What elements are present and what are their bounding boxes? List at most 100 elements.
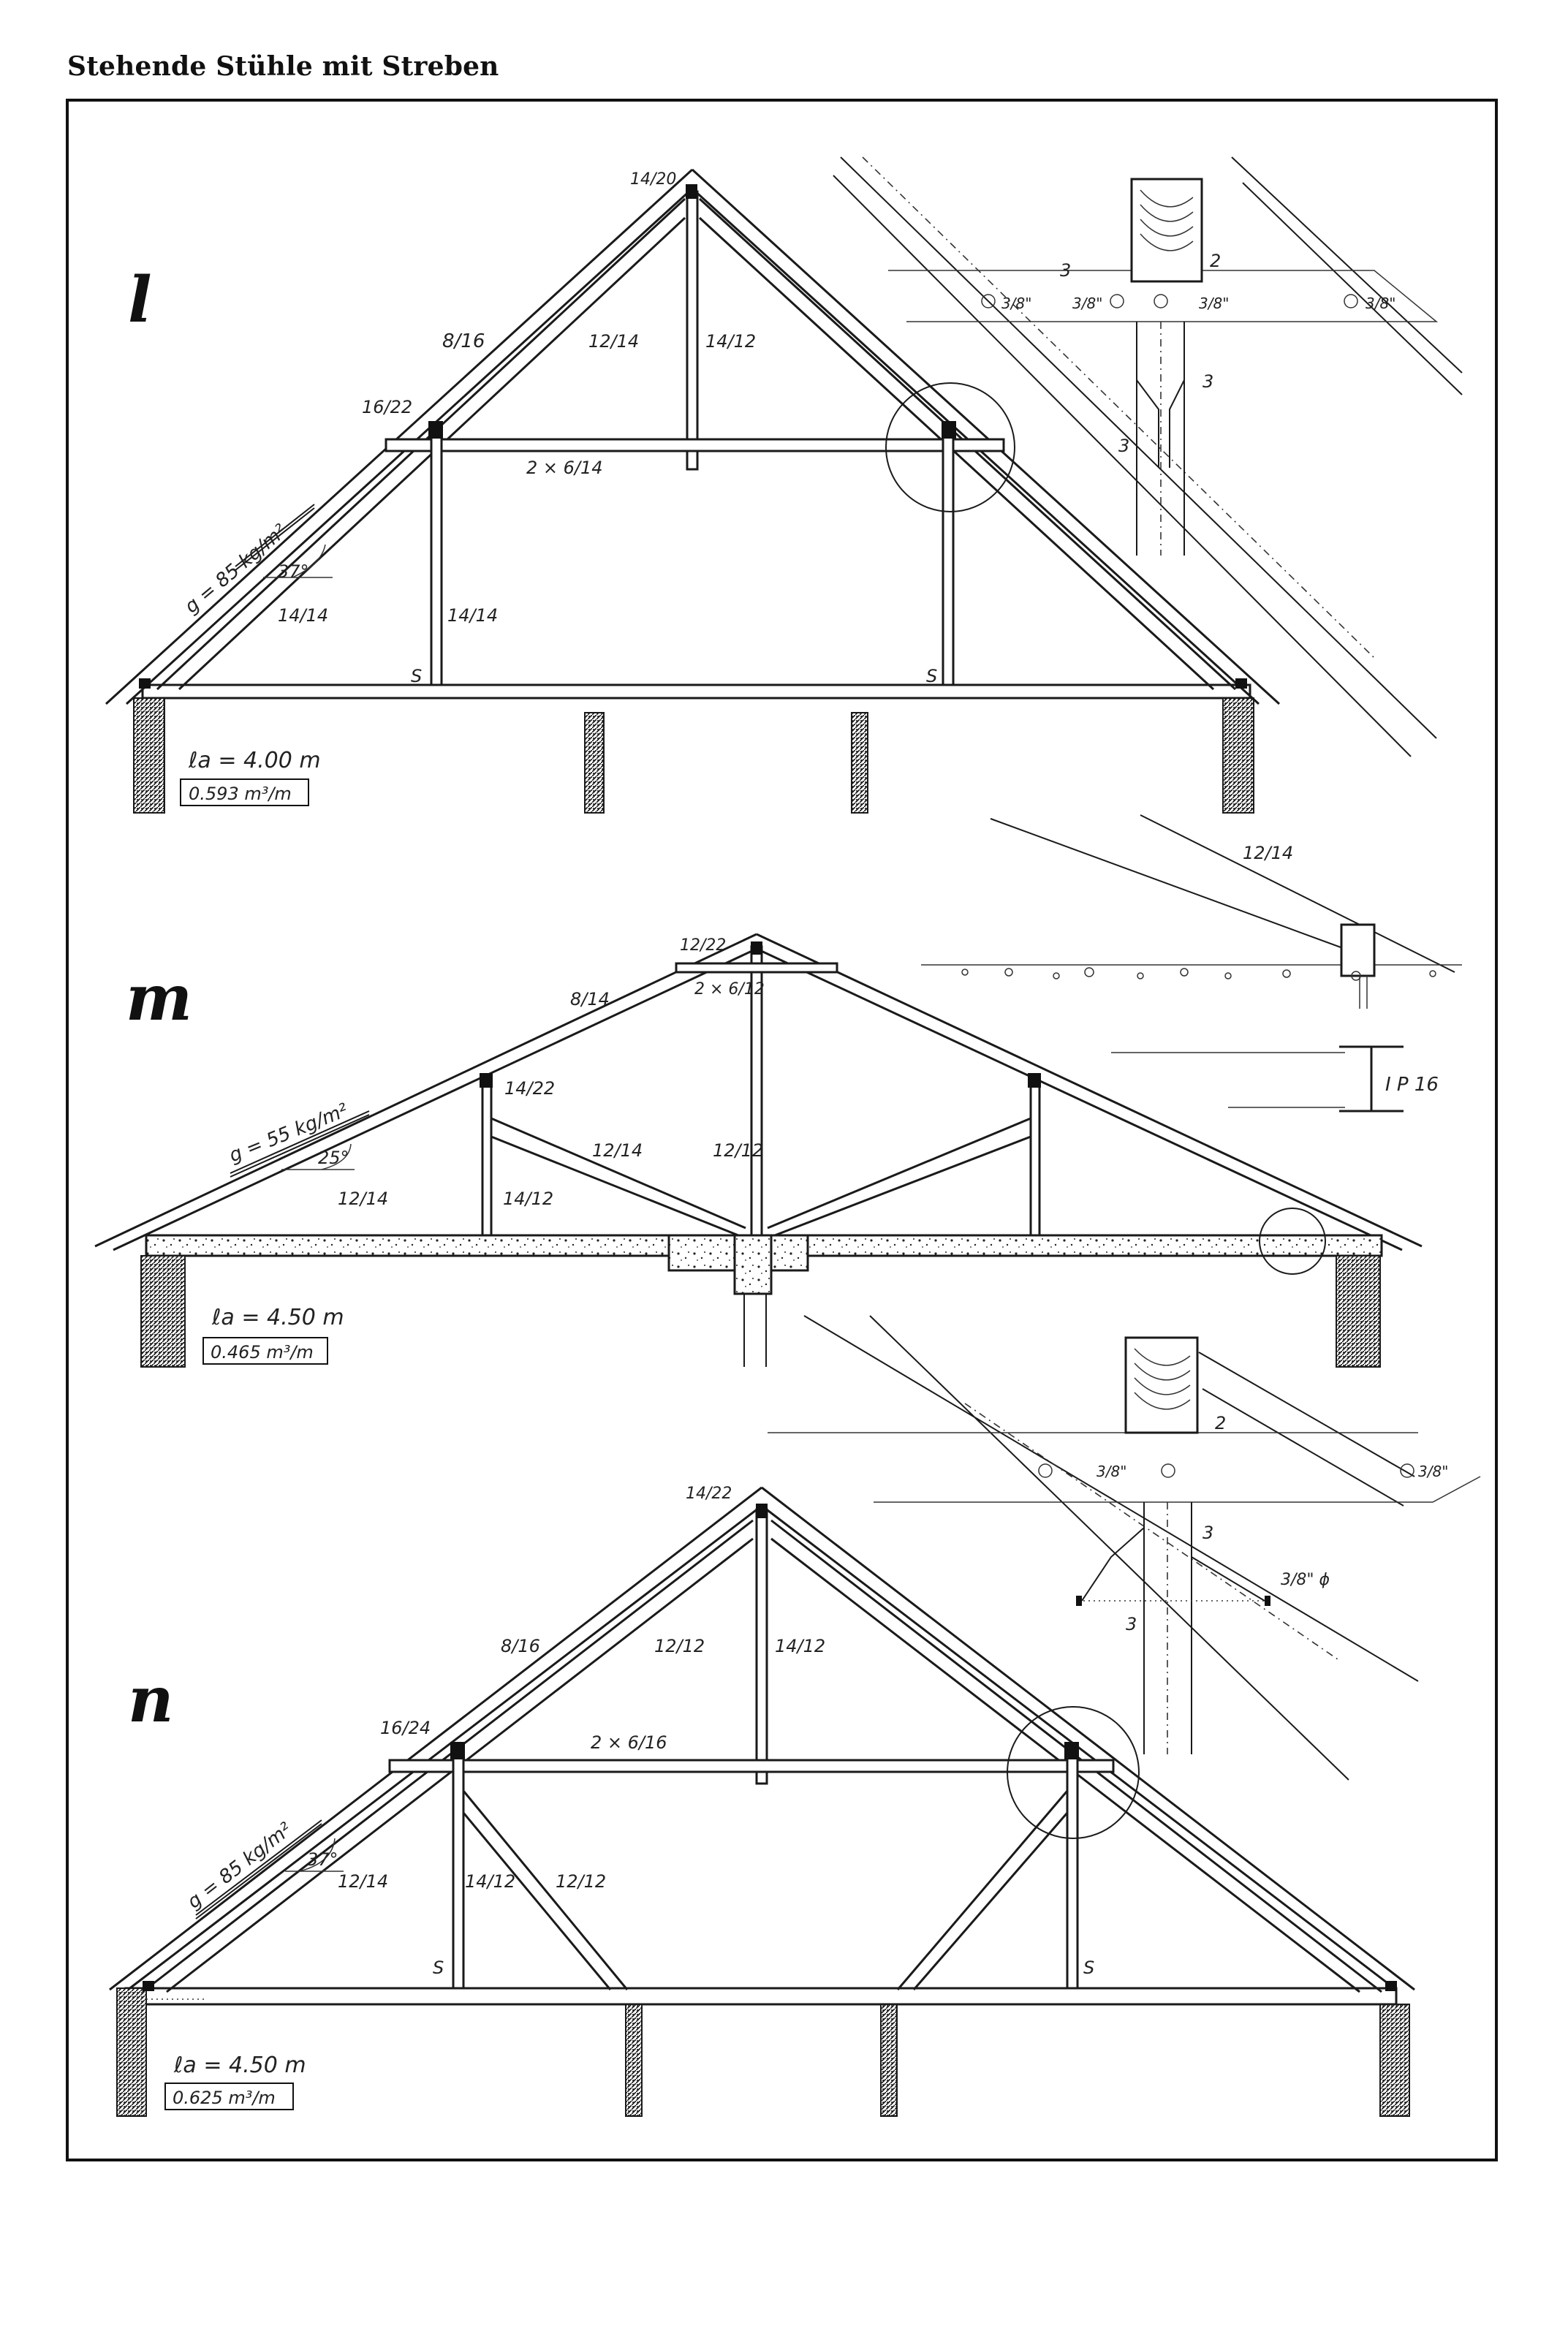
angle-arc — [299, 1838, 336, 1872]
span-label: ℓa = 4.50 m — [173, 2053, 306, 2078]
label-rafter: 8/14 — [570, 989, 610, 1009]
rafter-left — [109, 1486, 762, 1991]
interior-pier — [851, 712, 868, 814]
post-right — [1029, 1077, 1041, 1237]
label-diagonal: 12/14 — [592, 1140, 643, 1161]
purlin-block — [1028, 1073, 1041, 1088]
ridge-block — [751, 941, 762, 955]
label-post-left: 14/12 — [503, 1189, 553, 1209]
label-lower-strut: 14/14 — [278, 605, 328, 626]
detail-circle — [885, 382, 1015, 512]
label-king-post: 14/12 — [775, 1636, 825, 1656]
load-hatch — [230, 1110, 370, 1178]
diagonal-right — [896, 1790, 1069, 1990]
detail-dim: 3 — [1060, 260, 1071, 281]
joint-detail-n: 3/8" 3/8" 2 3 3 3/8" ϕ — [768, 1315, 1481, 1781]
post-left — [452, 1753, 465, 1990]
post-right — [1066, 1753, 1079, 1990]
load-hatch — [235, 504, 315, 571]
label-strut: 12/12 — [654, 1636, 705, 1656]
label-peak: 14/22 — [686, 1485, 732, 1503]
rafter-left — [105, 168, 694, 705]
joint-detail-m: 12/14 I P 16 — [921, 814, 1462, 1113]
detail-dim: 3 — [1118, 436, 1129, 456]
wall-pier-left — [133, 697, 165, 814]
interior-pier — [880, 2004, 898, 2117]
section-letter-n: n — [128, 1663, 174, 1737]
collar-beam — [675, 962, 838, 974]
span-label: ℓa = 4.50 m — [211, 1305, 344, 1330]
wall-pier-right — [1336, 1255, 1381, 1368]
volume-label: 0.465 m³/m — [211, 1342, 314, 1363]
drawing-frame — [66, 99, 1498, 2161]
label-diagonal: 12/12 — [556, 1871, 606, 1892]
ridge-block — [756, 1504, 768, 1518]
strut-left — [142, 1519, 754, 1993]
detail-circle — [1259, 1208, 1326, 1275]
post-left — [481, 1077, 493, 1237]
diagonal-left — [491, 1117, 746, 1237]
purlin-block — [1064, 1742, 1079, 1759]
label-load: g = 85 kg/m² — [183, 1819, 296, 1914]
label-purlin: 16/24 — [380, 1718, 431, 1738]
rafter-left — [94, 933, 757, 1251]
post-left — [430, 430, 443, 686]
concrete-beam — [733, 1234, 773, 1295]
wall-pier-left — [140, 1255, 186, 1368]
eave-block — [1235, 678, 1247, 689]
detail-dim: 2 — [1215, 1413, 1226, 1433]
purlin-block — [428, 421, 443, 439]
purlin-block — [480, 1073, 493, 1088]
volume-box — [180, 778, 309, 806]
interior-pier — [584, 712, 605, 814]
interior-pier — [625, 2004, 643, 2117]
label-lower-strut: 12/14 — [338, 1871, 388, 1892]
detail-dim: 3 — [1202, 1523, 1213, 1543]
label-angle: 37° — [278, 561, 309, 582]
label-king: 12/12 — [713, 1140, 763, 1161]
detail-dim: 2 — [1210, 251, 1221, 271]
king-post — [755, 1508, 768, 1785]
detail-profile: I P 16 — [1385, 1074, 1439, 1096]
tie-beam — [124, 1987, 1398, 2006]
detail-dim: 3 — [1202, 371, 1213, 392]
tie-beam — [141, 683, 1251, 700]
volume-label: 0.625 m³/m — [173, 2088, 276, 2108]
label-s-left: S — [411, 666, 422, 686]
label-strut-left: 12/14 — [338, 1189, 388, 1209]
label-s-right: S — [926, 666, 937, 686]
load-hatch — [195, 1819, 322, 1920]
section-n: n 14/22 8 — [109, 1315, 1481, 2117]
collar-beam — [385, 438, 1005, 452]
detail-bolt: 3/8" — [1097, 1463, 1126, 1480]
label-post: 14/12 — [465, 1871, 515, 1892]
page-title: Stehende Stühle mit Streben — [67, 51, 499, 82]
eave-block — [139, 678, 151, 689]
eave-block — [1385, 1981, 1397, 1991]
detail-bolt: 3/8" — [1072, 295, 1102, 312]
label-peak: 14/20 — [630, 170, 676, 189]
section-letter-l: l — [128, 263, 152, 337]
label-king-post: 14/12 — [705, 331, 756, 352]
label-angle: 37° — [307, 1849, 338, 1870]
label-s-left: S — [433, 1958, 444, 1978]
span-label: ℓa = 4.00 m — [188, 748, 321, 773]
label-peak: 12/22 — [680, 936, 726, 955]
wall-pier-right — [1379, 2004, 1410, 2117]
wall-pier-right — [1222, 697, 1254, 814]
eave-block — [143, 1981, 154, 1991]
collar-beam — [388, 1759, 1115, 1773]
label-purlin: 16/22 — [362, 397, 412, 417]
volume-box — [164, 2083, 294, 2110]
joint-detail-l: 3/8" 3/8" 3/8" 3/8" 3 2 3 3 — [833, 156, 1463, 757]
purlin-block — [942, 421, 956, 439]
volume-box — [202, 1337, 328, 1365]
rafter-right — [761, 1486, 1415, 1991]
detail-member: 12/14 — [1243, 843, 1293, 863]
label-collar: 2 × 6/14 — [526, 458, 603, 478]
label-rafter: 8/16 — [442, 330, 485, 352]
post-right — [942, 430, 955, 686]
detail-circle — [1007, 1706, 1140, 1839]
volume-label: 0.593 m³/m — [189, 784, 292, 804]
label-s-right: S — [1083, 1958, 1094, 1978]
